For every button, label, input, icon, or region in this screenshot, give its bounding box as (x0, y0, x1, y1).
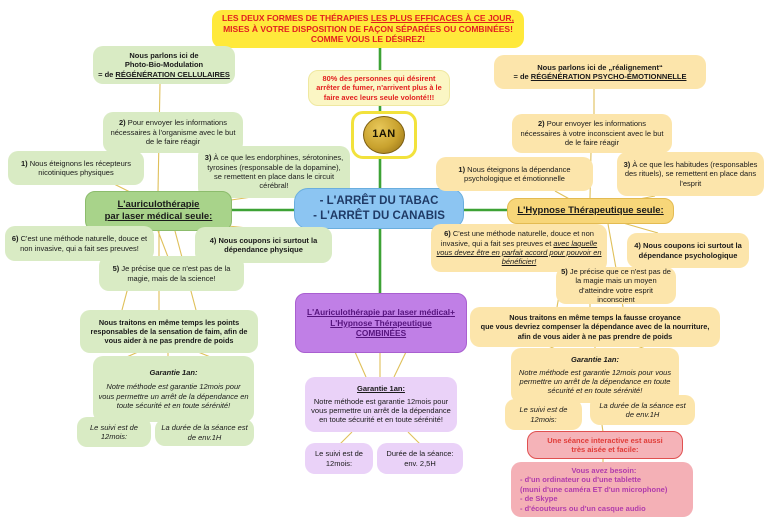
right-duration-text: La durée de la séance est de env.1H (599, 400, 686, 419)
node-right-item4: 4) Nous coupons ici surtout la dépendanc… (627, 233, 749, 268)
combined-text: L'Auriculothérapie par laser médical+ L'… (307, 307, 455, 339)
left-item5-text: 5) Je précise que ce n'est pas de la mag… (112, 264, 231, 283)
node-right-followup: Le suivi est de 12mois: (505, 399, 582, 430)
right-item4-text: 4) Nous coupons ici surtout la dépendanc… (634, 241, 742, 260)
right-intro-text: Nous parlons ici de „réalignement“ = de … (513, 62, 687, 81)
left-item1-text: 1) Nous éteignons les récepteurs nicotin… (20, 158, 132, 177)
node-left-item5: 5) Je précise que ce n'est pas de la mag… (99, 256, 244, 291)
node-right-item1: 1) Nous éteignons la dépendance psycholo… (436, 157, 593, 191)
remote-needs-title: Vous avez besoin: (571, 466, 637, 476)
node-left-weight: Nous traitons en même temps les points r… (80, 310, 258, 353)
left-weight-text: Nous traitons en même temps les points r… (90, 317, 248, 346)
node-left-guarantee: Garantie 1an: Notre méthode est garantie… (93, 356, 254, 422)
node-left-followup: Le suivi est de 12mois: (77, 417, 151, 447)
right-branch-label-text: L'Hypnose Thérapeutique seule: (517, 205, 664, 217)
node-combined-guarantee: Garantie 1an: Notre méthode est garantie… (305, 377, 457, 432)
node-right-item6: 6) C'est une méthode naturelle, douce et… (431, 224, 607, 272)
medal-label: 1AN (372, 128, 396, 141)
node-right-branch-label: L'Hypnose Thérapeutique seule: (507, 198, 674, 224)
banner-text: LES DEUX FORMES DE THÉRAPIES LES PLUS EF… (222, 13, 514, 45)
left-item6-text: 6) C'est une méthode naturelle, douce et… (11, 234, 148, 253)
left-duration-text: La durée de la séance est de env.1H (161, 423, 248, 442)
node-right-item2: 2) Pour envoyer les informations nécessa… (512, 114, 672, 153)
node-remote-headline: Une séance interactive est aussi très ai… (527, 431, 683, 459)
right-weight-text: Nous traitons en même temps la fausse cr… (480, 313, 710, 341)
left-guarantee-body: Notre méthode est garantie 12mois pour v… (98, 382, 249, 410)
combined-followup-text: Le suivi est de 12mois: (315, 449, 363, 468)
smoker-stat-text: 80% des personnes qui désirent arrêter d… (316, 74, 442, 102)
node-left-branch-label: L'auriculothérapie par laser médical seu… (85, 191, 232, 231)
left-item4-text: 4) Nous coupons ici surtout la dépendanc… (209, 235, 318, 254)
node-right-weight: Nous traitons en même temps la fausse cr… (470, 307, 720, 347)
node-center-title: - L'ARRÊT DU TABAC - L'ARRÊT DU CANABIS (294, 188, 464, 229)
guarantee-medal-frame: 1AN (351, 111, 417, 159)
right-item5-text: 5) Je précise que ce n'est pas de la mag… (561, 266, 671, 304)
node-right-intro: Nous parlons ici de „réalignement“ = de … (494, 55, 706, 89)
node-left-duration: La durée de la séance est de env.1H (155, 419, 254, 446)
right-item1-text: 1) Nous éteignons la dépendance psycholo… (458, 164, 571, 183)
node-combined: L'Auriculothérapie par laser médical+ L'… (295, 293, 467, 353)
remote-headline-text: Une séance interactive est aussi très ai… (547, 435, 663, 454)
right-guarantee-body: Notre méthode est garantie 12mois pour v… (518, 367, 672, 396)
right-followup-text: Le suivi est de 12mois: (519, 405, 568, 424)
left-branch-label-text: L'auriculothérapie par laser médical seu… (104, 199, 213, 222)
combined-guarantee-body: Notre méthode est garantie 12mois pour v… (311, 396, 451, 425)
node-left-intro: Nous parlons ici de Photo-Bio-Modulation… (93, 46, 235, 84)
right-item2-text: 2) Pour envoyer les informations nécessa… (520, 119, 664, 148)
combined-guarantee-title: Garantie 1an: (357, 384, 405, 394)
right-item6-text: 6) C'est une méthode naturelle, douce et… (436, 229, 602, 267)
node-left-item1: 1) Nous éteignons les récepteurs nicotin… (8, 151, 144, 185)
node-right-item3: 3) À ce que les habitudes (responsables … (617, 152, 764, 196)
left-item3-text: 3) À ce que les endorphines, sérotonines… (204, 153, 344, 191)
node-right-guarantee: Garantie 1an: Notre méthode est garantie… (511, 348, 679, 403)
left-followup-text: Le suivi est de 12mois: (90, 422, 138, 441)
guarantee-medal-icon: 1AN (363, 116, 405, 154)
left-guarantee-title: Garantie 1an: (149, 367, 198, 377)
left-item2-text: 2) Pour envoyer les informations nécessa… (110, 118, 236, 147)
node-left-item6: 6) C'est une méthode naturelle, douce et… (5, 226, 154, 261)
node-smoker-stat: 80% des personnes qui désirent arrêter d… (308, 70, 450, 106)
node-banner: LES DEUX FORMES DE THÉRAPIES LES PLUS EF… (212, 10, 524, 48)
node-right-item5: 5) Je précise que ce n'est pas de la mag… (556, 267, 676, 304)
node-right-duration: La durée de la séance est de env.1H (590, 395, 695, 425)
combined-duration-text: Durée de la séance: env. 2,5H (386, 449, 454, 468)
left-intro-text: Nous parlons ici de Photo-Bio-Modulation… (98, 50, 230, 79)
right-item3-text: 3) À ce que les habitudes (responsables … (623, 159, 758, 188)
center-title-text: - L'ARRÊT DU TABAC - L'ARRÊT DU CANABIS (313, 195, 445, 222)
node-remote-needs: Vous avez besoin: - d'un ordinateur ou d… (511, 462, 693, 517)
right-guarantee-title: Garantie 1an: (571, 355, 619, 365)
node-combined-duration: Durée de la séance: env. 2,5H (377, 443, 463, 474)
remote-needs-body: - d'un ordinateur ou d'une tablette (mun… (520, 475, 668, 513)
node-combined-followup: Le suivi est de 12mois: (305, 443, 373, 474)
node-left-item3: 3) À ce que les endorphines, sérotonines… (198, 146, 350, 198)
